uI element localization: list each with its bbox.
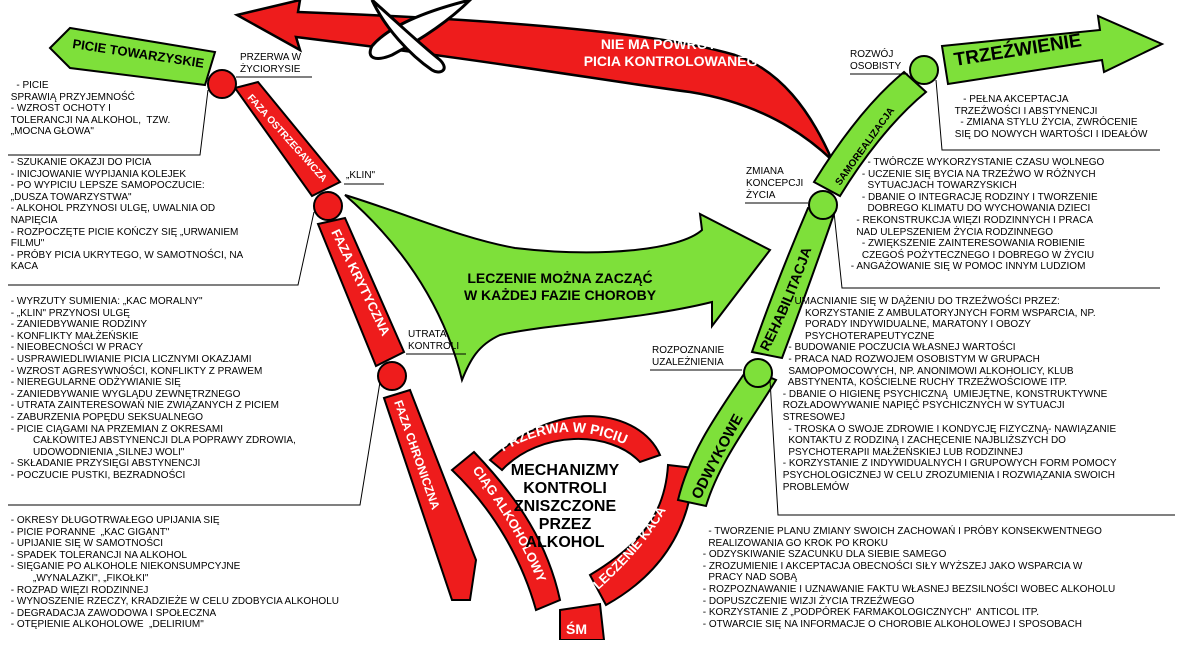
caption-loss-of-control: UTRATA KONTROLI <box>408 329 460 352</box>
caption-underlines <box>236 73 908 371</box>
caption-life-concept: ZMIANA KONCEPCJI ŻYCIA <box>746 166 804 201</box>
no-return-text: NIE MA POWROTU DO PICIA KONTROLOWANEGO <box>583 36 769 69</box>
caption-klin: „KLIN" <box>346 170 376 181</box>
no-return-arrow <box>233 0 834 161</box>
caption-personal-growth: ROZWÓJ OSOBISTY <box>850 49 902 72</box>
node-life-concept <box>808 190 838 220</box>
scissors-icon <box>368 0 473 74</box>
label-warning-phase: FAZA OSTRZEGAWCZA <box>245 93 329 185</box>
warning-phase-band <box>233 80 342 198</box>
note-warning-phase: - SZUKANIE OKAZJI DO PICIA - INICJOWANIE… <box>10 157 244 273</box>
detox-band <box>676 366 778 508</box>
node-diagnosis <box>743 358 773 388</box>
label-bottom-red: ŚM <box>566 620 587 637</box>
note-social-drinking: - PICIE SPRAWIĄ PRZYJEMNOŚĆ - WZROST OCH… <box>10 80 171 138</box>
node-loss-of-control <box>377 361 407 391</box>
note-rehabilitation: - UMACNIANIE SIĘ W DĄŻENIU DO TRZEŹWOŚCI… <box>782 296 1117 493</box>
caption-diagnosis: ROZPOZNANIE UZALEŻNIENIA <box>652 345 725 368</box>
note-brackets <box>8 79 1175 516</box>
self-realization-band <box>812 70 928 198</box>
social-drinking-arrow <box>48 26 217 87</box>
note-sobriety: - PEŁNA AKCEPTACJA TRZEŹWOŚCI I ABSTYNEN… <box>954 94 1148 140</box>
treatment-anytime-text: LECZENIE MOŻNA ZACZĄĆ W KAŻDEJ FAZIE CHO… <box>463 270 657 303</box>
note-chronic-phase: - OKRESY DŁUGOTRWAŁEGO UPIJANIA SIĘ - PI… <box>10 515 339 631</box>
drinking-binge-band <box>450 450 562 612</box>
node-personal-growth <box>909 55 939 85</box>
note-detox: - TWORZENIE PLANU ZMIANY SWOICH ZACHOWAŃ… <box>702 526 1116 630</box>
note-critical-phase: - WYRZUTY SUMIENIA: „KAC MORALNY" - „KLI… <box>10 296 296 481</box>
critical-phase-band <box>316 216 406 368</box>
node-life-break <box>207 69 237 99</box>
note-self-realization: - TWÓRCZE WYKORZYSTANIE CZASU WOLNEGO - … <box>850 157 1105 273</box>
center-title: MECHANIZMY KONTROLI ZNISZCZONE PRZEZ ALK… <box>510 462 620 551</box>
node-klin <box>313 191 343 221</box>
treatment-anytime-arrow <box>344 194 772 384</box>
sobriety-arrow <box>940 14 1165 86</box>
caption-life-break: PRZERWA W ŻYCIORYSIE <box>240 52 302 75</box>
drinking-break-band <box>488 415 662 472</box>
chronic-phase-band <box>382 388 478 601</box>
